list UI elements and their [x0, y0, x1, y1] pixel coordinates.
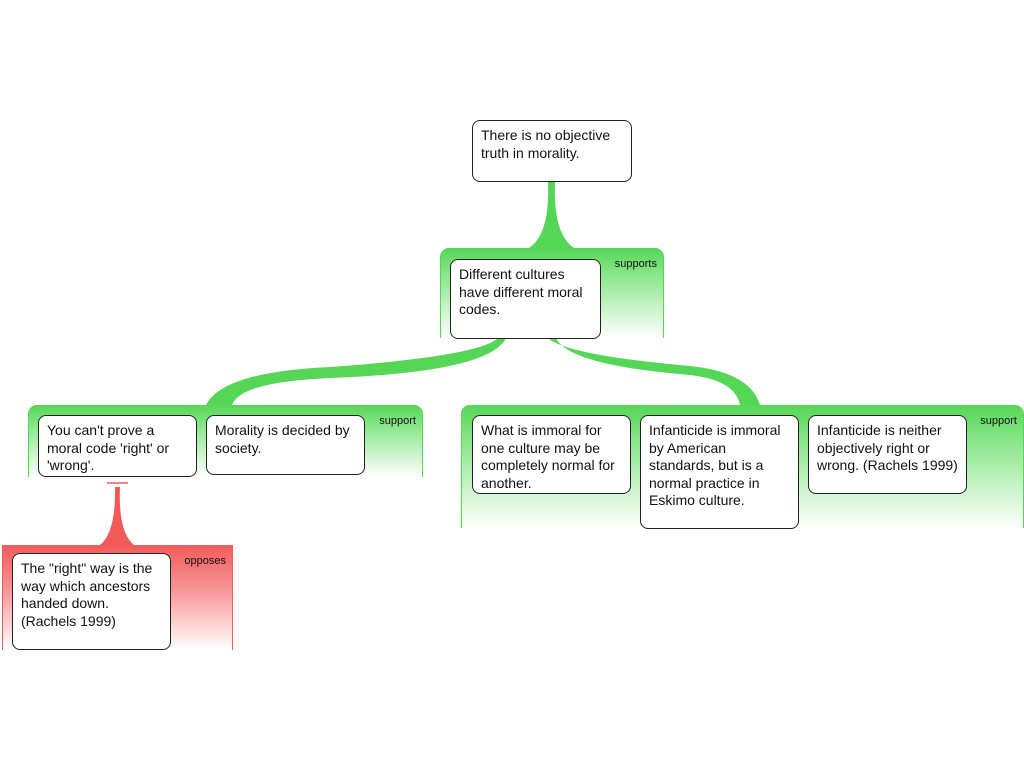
cant-prove-box[interactable]: You can't prove a moral code 'right' or …	[38, 415, 197, 477]
support-label-right: support	[980, 415, 1017, 427]
cultures-box[interactable]: Different cultures have different moral …	[450, 259, 601, 339]
claim-box[interactable]: There is no objective truth in morality.	[472, 120, 632, 182]
society-box[interactable]: Morality is decided by society.	[206, 415, 365, 475]
infanticide-american-box[interactable]: Infanticide is immoral by American stand…	[640, 415, 799, 529]
connector-cantprove-to-opposes	[100, 487, 134, 545]
infanticide-neither-box[interactable]: Infanticide is neither objectively right…	[808, 415, 967, 494]
connector-cultures-to-support-right	[548, 338, 760, 405]
opposes-label: opposes	[184, 555, 226, 567]
supports-label: supports	[614, 258, 657, 270]
connector-claim-to-supports	[529, 182, 574, 248]
support-label-left: support	[379, 415, 416, 427]
immoral-box[interactable]: What is immoral for one culture may be c…	[472, 415, 631, 494]
connector-cultures-to-support-left	[206, 338, 506, 405]
right-way-box[interactable]: The "right" way is the way which ancesto…	[12, 553, 171, 650]
